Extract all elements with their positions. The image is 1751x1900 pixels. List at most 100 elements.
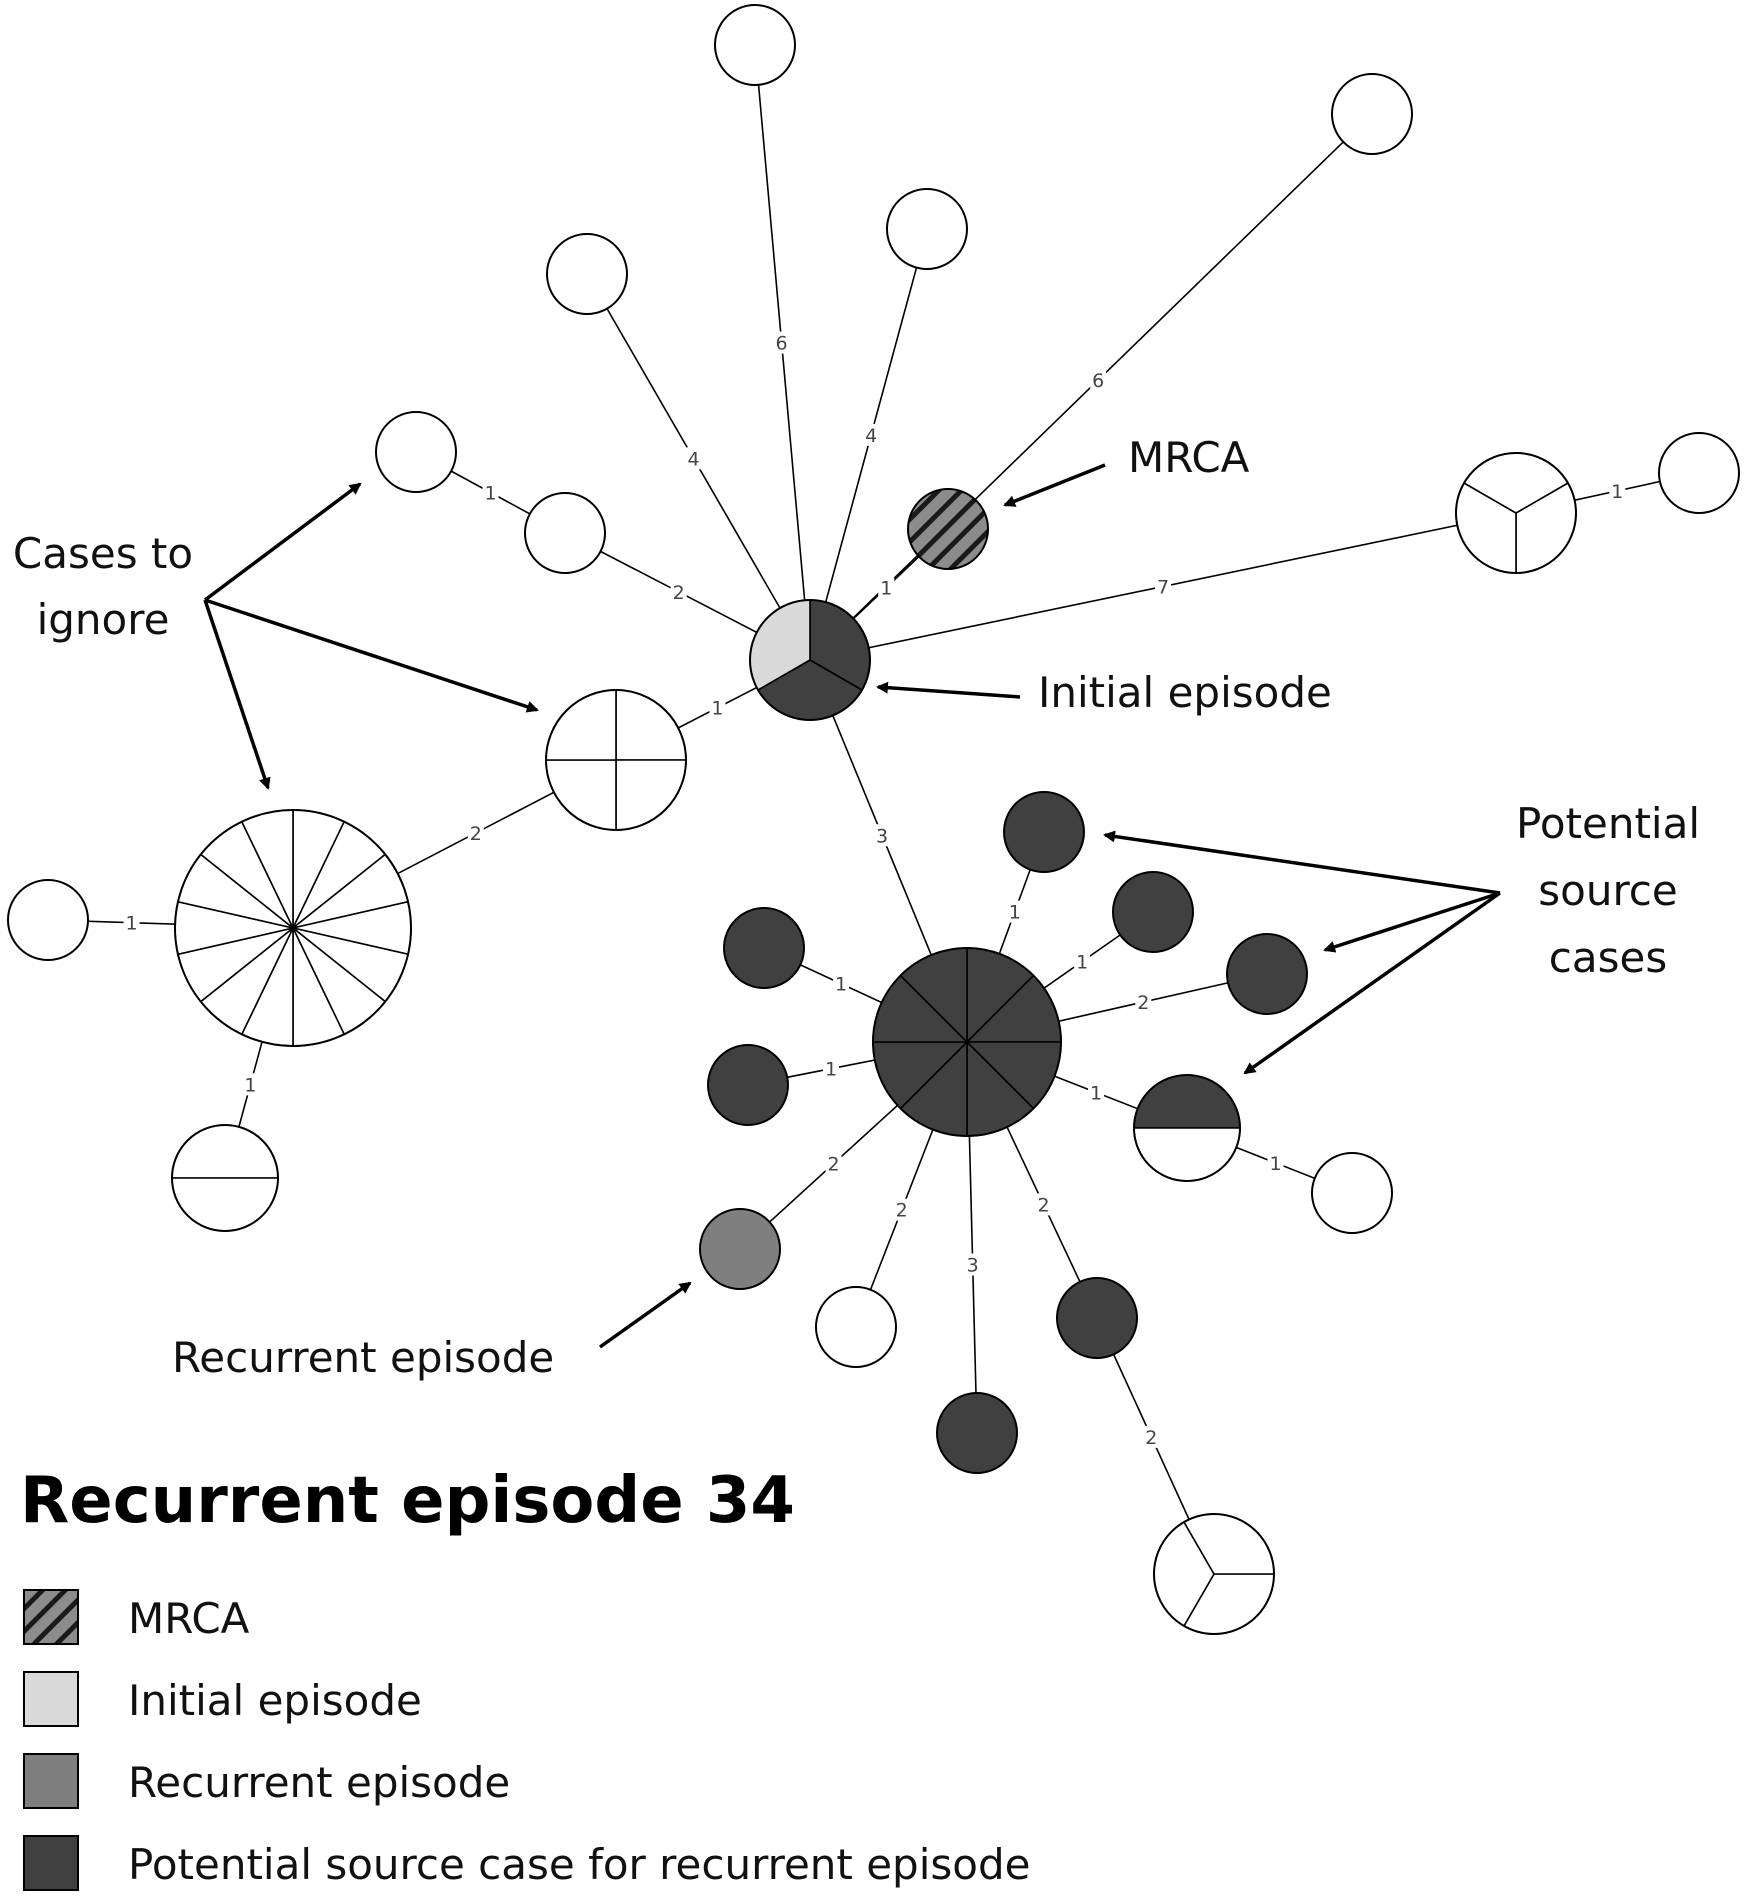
node-initial-hub — [749, 599, 871, 721]
edge-label: 3 — [967, 1254, 979, 1276]
edge-label: 7 — [1157, 577, 1169, 599]
node-circle — [714, 4, 796, 86]
node-w-bottom — [815, 1286, 897, 1368]
legend-label-source: Potential source case for recurrent epis… — [128, 1840, 1030, 1889]
node-right3 — [1455, 452, 1577, 574]
node-recurrent — [699, 1208, 781, 1290]
node-outline — [1133, 1074, 1241, 1182]
edge-label-bg — [863, 423, 880, 446]
node-bottom3 — [1153, 1513, 1275, 1635]
edge-label: 1 — [484, 483, 496, 505]
node-outline — [171, 1124, 279, 1232]
edge-label-bg — [773, 331, 790, 354]
node-slice — [1133, 1074, 1241, 1129]
edge-label: 2 — [470, 823, 482, 845]
node-far-left — [7, 879, 89, 961]
node-s4 — [723, 907, 805, 989]
edge-label-bg — [1090, 369, 1107, 392]
nodes-layer — [7, 4, 1740, 1635]
edge-label-bg — [482, 481, 499, 504]
node-circle — [1658, 432, 1740, 514]
edge-label-bg — [670, 580, 687, 603]
edge-label: 2 — [1137, 992, 1149, 1014]
edge-label: 2 — [828, 1154, 840, 1176]
node-circle — [1331, 73, 1413, 155]
edge-label-bg — [467, 821, 484, 844]
edge-label: 1 — [244, 1074, 256, 1096]
edge-label: 1 — [1076, 952, 1088, 974]
edge-label: 2 — [673, 582, 685, 604]
node-outline — [1153, 1513, 1275, 1635]
node-left-small-a — [375, 411, 457, 493]
node-circle — [546, 233, 628, 315]
node-outline — [1455, 452, 1577, 574]
edge-label-bg — [1267, 1151, 1284, 1174]
edge-label-bg — [685, 447, 702, 470]
edge-label: 1 — [1611, 481, 1623, 503]
edge-label: 2 — [896, 1200, 908, 1222]
edge-label: 6 — [776, 333, 788, 355]
legend-swatch-source — [23, 1835, 79, 1891]
node-top3 — [886, 188, 968, 270]
arrow-initial — [876, 681, 1021, 699]
node-circle — [1056, 1277, 1138, 1359]
legend-swatch-recurrent — [23, 1753, 79, 1809]
arrow-ignore-2 — [204, 598, 539, 713]
edge-label-bg — [832, 972, 849, 995]
edge-label-bg — [878, 576, 895, 599]
node-slice — [1133, 1127, 1241, 1182]
annotation-arrows — [203, 463, 1502, 1349]
node-top4 — [1331, 73, 1413, 155]
node-mrca — [907, 488, 989, 570]
edge-label: 1 — [125, 913, 137, 935]
callout-mrca: MRCA — [1128, 433, 1250, 482]
edge-label: 1 — [711, 698, 723, 720]
node-outline — [545, 689, 687, 831]
node-outline — [174, 809, 412, 1047]
edge-label-bg — [1006, 900, 1023, 923]
node-top1 — [714, 4, 796, 86]
edge-label-bg — [1135, 991, 1152, 1014]
node-s3 — [1226, 933, 1308, 1015]
node-half-end — [1311, 1152, 1393, 1234]
callout-potential-line3: cases — [1549, 933, 1667, 982]
node-s6 — [936, 1392, 1018, 1474]
edge-label: 2 — [1037, 1194, 1049, 1216]
edge-label-bg — [1143, 1425, 1160, 1448]
node-bottom-half — [171, 1124, 279, 1232]
node-outline — [749, 599, 871, 721]
node-right-end — [1658, 432, 1740, 514]
edge-label-bg — [874, 824, 891, 847]
callout-potential-line2: source — [1538, 866, 1677, 915]
node-circle — [375, 411, 457, 493]
node-circle — [524, 492, 606, 574]
node-circle — [886, 188, 968, 270]
node-circle — [1311, 1152, 1393, 1234]
arrow-mrca — [1003, 463, 1106, 507]
edge-label-bg — [123, 911, 140, 934]
edge-label: 4 — [687, 448, 699, 470]
node-s5 — [707, 1044, 789, 1126]
edge-label-bg — [1074, 950, 1091, 973]
node-circle — [907, 488, 989, 570]
edge-label-bg — [1155, 575, 1171, 598]
node-circle — [936, 1392, 1018, 1474]
edge-label-bg — [1609, 479, 1626, 502]
edge-label: 2 — [1145, 1427, 1157, 1449]
node-big14 — [174, 809, 412, 1047]
node-quad — [545, 689, 687, 831]
legend: MRCA Initial episode Recurrent episode P… — [23, 1589, 1030, 1891]
node-circle — [815, 1286, 897, 1368]
edge-label: 1 — [1270, 1153, 1282, 1175]
edge-label-bg — [709, 696, 726, 719]
edge-label-bg — [893, 1198, 910, 1221]
node-circle — [699, 1208, 781, 1290]
edge-label: 1 — [1009, 902, 1021, 924]
edge-label: 4 — [865, 425, 877, 447]
callout-potential-line1: Potential — [1516, 799, 1700, 848]
legend-label-mrca: MRCA — [128, 1594, 250, 1643]
arrow-potential-1 — [1103, 830, 1501, 895]
arrow-potential-2 — [1323, 891, 1501, 953]
edge-label-bg — [964, 1253, 981, 1276]
